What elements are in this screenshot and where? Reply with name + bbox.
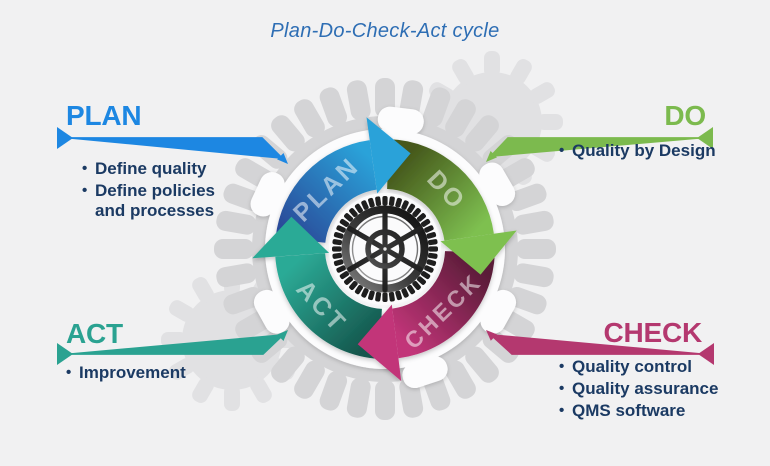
check-callout-arrowhead xyxy=(486,330,497,341)
plan-arrow-head xyxy=(366,117,411,194)
plan-callout-pointer xyxy=(57,127,73,149)
act-callout-pointer xyxy=(57,343,73,365)
do-bullet-list: Quality by Design xyxy=(559,141,749,163)
act-arrow-head xyxy=(252,216,330,259)
cog-gear-icon xyxy=(329,193,441,305)
plan-callout-arrowhead xyxy=(277,153,288,164)
plan-callout-line xyxy=(57,127,288,164)
check-bullet-list: Quality control Quality assurance QMS so… xyxy=(559,357,749,423)
check-arrow-head xyxy=(357,304,402,381)
plan-arrow-body xyxy=(275,140,377,243)
list-item: Define quality xyxy=(82,159,232,179)
act-bullet-list: Improvement xyxy=(66,363,256,385)
check-heading: CHECK xyxy=(603,317,702,348)
page-title: Plan-Do-Check-Act cycle xyxy=(270,20,500,42)
act-callout-line xyxy=(57,330,288,365)
list-item: QMS software xyxy=(559,401,749,421)
do-callout-arrowhead xyxy=(486,151,497,162)
do-heading: DO xyxy=(664,100,706,131)
act-arrow-body xyxy=(275,253,382,359)
plan-bullet-list: Define quality Define policies and proce… xyxy=(82,159,232,223)
list-item: Quality by Design xyxy=(559,141,749,161)
do-arrow-head xyxy=(440,230,517,275)
act-callout-arrowhead xyxy=(277,330,288,341)
act-heading: ACT xyxy=(66,318,123,349)
do-arrow-body xyxy=(387,139,494,241)
check-arrow-body xyxy=(392,251,495,359)
plan-heading: PLAN xyxy=(66,100,142,131)
list-item: Improvement xyxy=(66,363,256,383)
list-item: Quality assurance xyxy=(559,379,749,399)
list-item: Define policies and processes xyxy=(82,181,232,221)
list-item: Quality control xyxy=(559,357,749,377)
cycle-arrows xyxy=(252,117,517,381)
